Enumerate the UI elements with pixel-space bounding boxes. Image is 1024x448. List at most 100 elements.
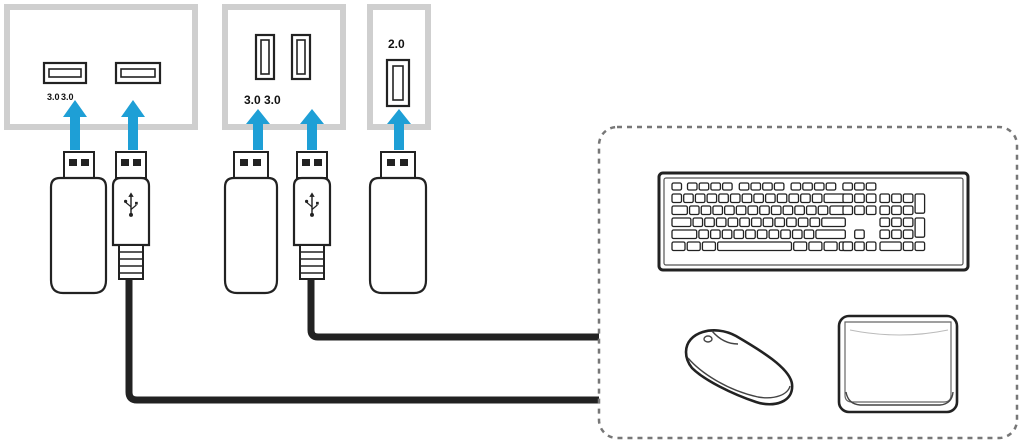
keyboard-key	[721, 229, 733, 240]
keyboard-key	[671, 182, 683, 191]
port-panel-right: 2.0	[367, 4, 431, 130]
keyboard-key	[688, 205, 700, 216]
keyboard-key	[727, 217, 739, 228]
keyboard-key	[788, 193, 800, 204]
port-label-right: 2.0	[388, 37, 405, 51]
keyboard-key	[762, 217, 774, 228]
keyboard-key	[724, 205, 735, 216]
keyboard-key	[854, 193, 865, 204]
usb-flash-drive-left	[49, 151, 108, 295]
keyboard-key	[773, 182, 785, 191]
keyboard-key	[791, 229, 803, 240]
keyboard-key	[753, 193, 765, 204]
port-label-middle-a: 3.0	[244, 93, 261, 107]
keyboard-key	[759, 205, 770, 216]
keyboard-key	[879, 193, 891, 204]
keyboard-key	[842, 193, 854, 204]
keyboard-key	[891, 229, 902, 240]
cable-to-devices-upper	[307, 278, 602, 341]
keyboard-key	[794, 205, 805, 216]
keyboard-key	[756, 229, 768, 240]
keyboard-key	[739, 217, 751, 228]
keyboard-key	[825, 182, 837, 191]
keyboard-keys	[671, 182, 926, 252]
keyboard-key	[729, 193, 741, 204]
keyboard-key	[721, 182, 733, 191]
keyboard-key	[700, 205, 712, 216]
keyboard-key	[805, 205, 817, 216]
keyboard-key	[770, 205, 782, 216]
keyboard-key	[891, 193, 902, 204]
keyboard-key	[865, 205, 877, 216]
keyboard-key	[715, 217, 727, 228]
usb-port-middle-b	[290, 33, 312, 81]
keyboard-key	[706, 193, 718, 204]
keyboard-key	[686, 241, 701, 252]
keyboard-key	[698, 182, 710, 191]
keyboard-key	[914, 193, 926, 214]
keyboard-key	[782, 205, 794, 216]
keyboard-key	[790, 182, 802, 191]
keyboard-key	[694, 193, 706, 204]
keyboard-key	[716, 241, 793, 252]
keyboard-key	[865, 241, 877, 252]
keyboard-key	[865, 182, 877, 191]
usb-port-left-a	[42, 61, 88, 85]
usb-cable-plug-middle	[292, 151, 332, 280]
keyboard-key	[692, 217, 704, 228]
keyboard-key	[879, 229, 891, 240]
keyboard-key	[891, 217, 902, 228]
keyboard-icon	[657, 171, 970, 272]
keyboard-key	[802, 182, 813, 191]
keyboard-key	[671, 229, 698, 240]
insert-arrow-left-b	[121, 100, 145, 150]
port-label-middle-b: 3.0	[264, 93, 281, 107]
keyboard-key	[821, 217, 846, 228]
keyboard-key	[793, 241, 808, 252]
port-panel-left: 3.0 3.0	[4, 4, 198, 130]
keyboard-key	[865, 193, 877, 204]
keyboard-key	[671, 241, 686, 252]
keyboard-key	[811, 193, 823, 204]
keyboard-key	[718, 193, 729, 204]
keyboard-key	[750, 217, 762, 228]
cable-to-devices-lower	[125, 278, 602, 404]
keyboard-key	[879, 217, 891, 228]
port-label-left-a: 3.0	[47, 92, 60, 102]
keyboard-key	[800, 193, 811, 204]
keyboard-key	[698, 229, 710, 240]
usb-cable-plug-left	[111, 151, 151, 280]
keyboard-key	[854, 205, 865, 216]
keyboard-key	[902, 193, 914, 204]
keyboard-key	[914, 217, 926, 238]
keyboard-key	[780, 229, 791, 240]
keyboard-key	[902, 229, 914, 240]
usb-port-right	[385, 58, 411, 108]
usb-port-middle-a	[254, 33, 276, 81]
keyboard-key	[879, 241, 902, 252]
keyboard-key	[914, 241, 926, 252]
keyboard-key	[797, 217, 809, 228]
keyboard-key	[745, 229, 756, 240]
insert-arrow-middle-b	[300, 109, 324, 150]
usb-port-left-b	[114, 61, 162, 85]
keyboard-key	[854, 229, 865, 240]
keyboard-key	[902, 241, 914, 252]
keyboard-key	[813, 182, 825, 191]
keyboard-key	[768, 229, 780, 240]
keyboard-key	[733, 229, 745, 240]
keyboard-key	[709, 229, 721, 240]
keyboard-key	[741, 193, 753, 204]
keyboard-key	[817, 205, 829, 216]
keyboard-key	[738, 182, 750, 191]
insert-arrow-right	[387, 109, 411, 150]
keyboard-key	[776, 193, 788, 204]
keyboard-key	[842, 182, 854, 191]
keyboard-key	[842, 241, 854, 252]
keyboard-key	[747, 205, 759, 216]
keyboard-key	[815, 229, 846, 240]
keyboard-key	[712, 205, 724, 216]
keyboard-key	[803, 229, 815, 240]
keyboard-key	[671, 193, 683, 204]
